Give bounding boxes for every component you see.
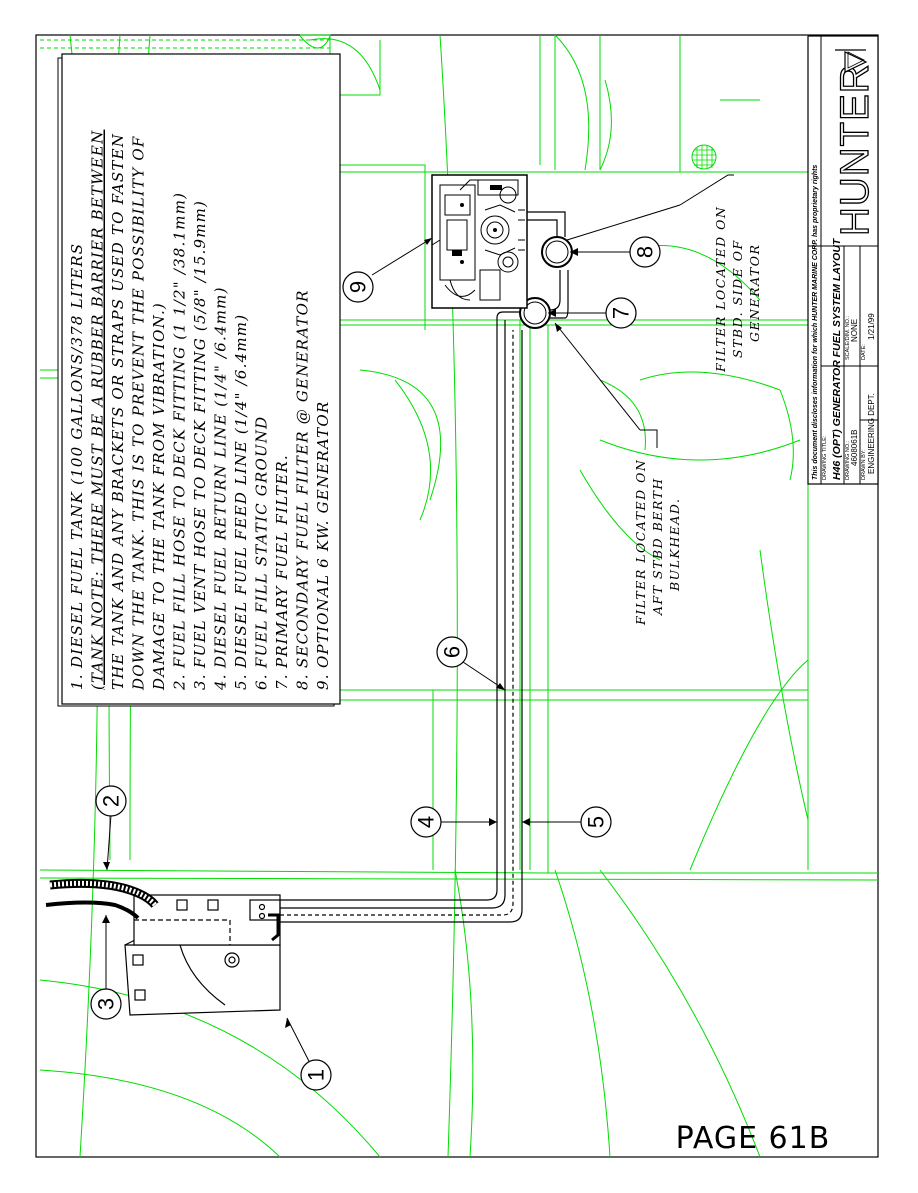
note-line: 2. FUEL FILL HOSE TO DECK FITTING (1 1/2"… <box>171 192 189 691</box>
bubble-4: 4 <box>410 806 442 838</box>
note-text: DIESEL FUEL RETURN LINE (1/4" /6.4mm) <box>212 286 230 669</box>
svg-text:9: 9 <box>346 281 371 293</box>
fuel-lines <box>280 211 569 923</box>
note-text: FUEL FILL HOSE TO DECK FITTING (1 1/2" /… <box>171 192 189 669</box>
note-text: FUEL VENT HOSE TO DECK FITTING (5/8" /15… <box>191 200 209 669</box>
date-value: 1/21/99 <box>867 313 876 340</box>
svg-text:1: 1 <box>304 1069 329 1081</box>
note-line: 1. DIESEL FUEL TANK (100 GALLONS/378 LITE… <box>68 243 86 690</box>
svg-text:FILTER LOCATED ON: FILTER LOCATED ON <box>633 459 648 626</box>
svg-text:STBD. SIDE OF: STBD. SIDE OF <box>730 239 745 358</box>
svg-text:GENERATOR: GENERATOR <box>747 244 762 342</box>
note-text: SECONDARY FUEL FILTER @ GENERATOR <box>294 289 312 668</box>
drawn-by-label: DRAWN BY: <box>861 449 867 480</box>
bubble-6: 6 <box>436 636 468 668</box>
svg-text:3: 3 <box>94 998 119 1010</box>
note-line: 5. DIESEL FUEL FEED LINE (1/4" /6.4mm) <box>232 314 250 690</box>
drawing-title-label: DRAWING TITLE: <box>822 435 828 480</box>
fill-hose <box>49 878 159 908</box>
vent-hose <box>45 900 140 920</box>
svg-text:2: 2 <box>99 795 124 807</box>
note-text: (TANK NOTE: THERE MUST BE A RUBBER BARRI… <box>89 130 107 690</box>
fuel-tank <box>124 894 281 1016</box>
callout-bubbles: 1 2 3 4 5 6 7 8 9 <box>90 236 661 1091</box>
note-line: 7. PRIMARY FUEL FILTER. <box>273 454 291 690</box>
notes-box <box>57 53 341 707</box>
svg-text:FILTER LOCATED ON: FILTER LOCATED ON <box>713 206 728 373</box>
bubble-8: 8 <box>629 236 661 268</box>
proprietary-notice: This document discloses information for … <box>812 165 819 480</box>
note-text: DOWN THE TANK. THIS IS TO PREVENT THE PO… <box>130 136 148 691</box>
notes-list: 1. DIESEL FUEL TANK (100 GALLONS/378 LITE… <box>68 130 332 691</box>
note-number: 3. <box>191 673 209 690</box>
filter-aft-note: FILTER LOCATED ON AFT STBD BERTH BULKHEA… <box>633 459 682 626</box>
note-text: DIESEL FUEL TANK (100 GALLONS/378 LITERS <box>68 243 86 669</box>
deck-fitting-hatch <box>691 144 717 170</box>
note-text: OPTIONAL 6 KW. GENERATOR <box>314 401 332 668</box>
note-number: 5. <box>232 673 250 690</box>
note-number: 4. <box>212 673 230 691</box>
svg-text:7: 7 <box>609 307 634 319</box>
note-line: (TANK NOTE: THERE MUST BE A RUBBER BARRI… <box>89 130 107 690</box>
note-line: DAMAGE TO THE TANK FROM VIBRATION.) <box>150 302 168 691</box>
bubble-2: 2 <box>95 785 127 817</box>
leader-arrowheads <box>102 238 578 1028</box>
bubble-9: 9 <box>342 271 374 303</box>
svg-text:AFT STBD BERTH: AFT STBD BERTH <box>650 477 665 616</box>
generator <box>431 174 528 309</box>
note-line: 6. FUEL FILL STATIC GROUND <box>253 416 271 690</box>
svg-text:8: 8 <box>633 246 658 258</box>
note-text: THE TANK AND ANY BRACKETS OR STRAPS USED… <box>109 133 127 690</box>
brand-wordmark: HUNTER <box>833 63 877 236</box>
note-line: 3. FUEL VENT HOSE TO DECK FITTING (5/8" /… <box>191 200 209 690</box>
note-number: 1. <box>68 673 86 690</box>
scale-label: SCALE/DIM. NO.: <box>845 316 851 360</box>
bubble-3: 3 <box>90 988 122 1020</box>
bubble-1: 1 <box>300 1059 332 1091</box>
drawn-by: ENGINEERING DEPT. <box>867 393 876 474</box>
drawing-border <box>35 34 879 1158</box>
svg-text:5: 5 <box>584 816 609 828</box>
note-text: DIESEL FUEL FEED LINE (1/4" /6.4mm) <box>232 314 250 669</box>
note-text: DAMAGE TO THE TANK FROM VIBRATION.) <box>150 302 168 691</box>
date-label: DATE: <box>861 344 867 360</box>
note-number: 6. <box>253 673 271 690</box>
note-line: DOWN THE TANK. THIS IS TO PREVENT THE PO… <box>130 136 148 691</box>
note-line: 9. OPTIONAL 6 KW. GENERATOR <box>314 401 332 690</box>
note-line: THE TANK AND ANY BRACKETS OR STRAPS USED… <box>109 133 127 690</box>
note-text: FUEL FILL STATIC GROUND <box>253 416 271 669</box>
hunter-logo: HUNTER <box>832 49 878 237</box>
title-block: This document discloses information for … <box>807 35 879 485</box>
note-number: 9. <box>314 673 332 690</box>
note-line: 8. SECONDARY FUEL FILTER @ GENERATOR <box>294 289 312 690</box>
secondary-fuel-filter <box>541 236 573 268</box>
page-label: PAGE 61B <box>676 1121 831 1156</box>
green-dashed-detail <box>40 39 330 49</box>
note-line: 4. DIESEL FUEL RETURN LINE (1/4" /6.4mm) <box>212 286 230 691</box>
leader-lines <box>105 174 734 1076</box>
scale-value: NONE <box>850 319 859 342</box>
svg-text:BULKHEAD.: BULKHEAD. <box>667 498 682 592</box>
note-number: 2. <box>171 673 189 691</box>
drawing-title: H46 (OPT) GENERATOR FUEL SYSTEM LAYOUT <box>831 237 843 480</box>
drawing-no-label: DRAWING NO.: <box>845 440 851 480</box>
bubble-7: 7 <box>605 297 637 329</box>
svg-text:6: 6 <box>440 646 465 658</box>
note-number: 8. <box>294 673 312 690</box>
filter-stbd-note: FILTER LOCATED ON STBD. SIDE OF GENERATO… <box>713 206 762 373</box>
bubble-5: 5 <box>580 806 612 838</box>
svg-text:4: 4 <box>414 816 439 828</box>
note-text: PRIMARY FUEL FILTER. <box>273 454 291 669</box>
note-number: 7. <box>273 673 291 690</box>
drawing-no: 4608061B <box>850 430 859 466</box>
